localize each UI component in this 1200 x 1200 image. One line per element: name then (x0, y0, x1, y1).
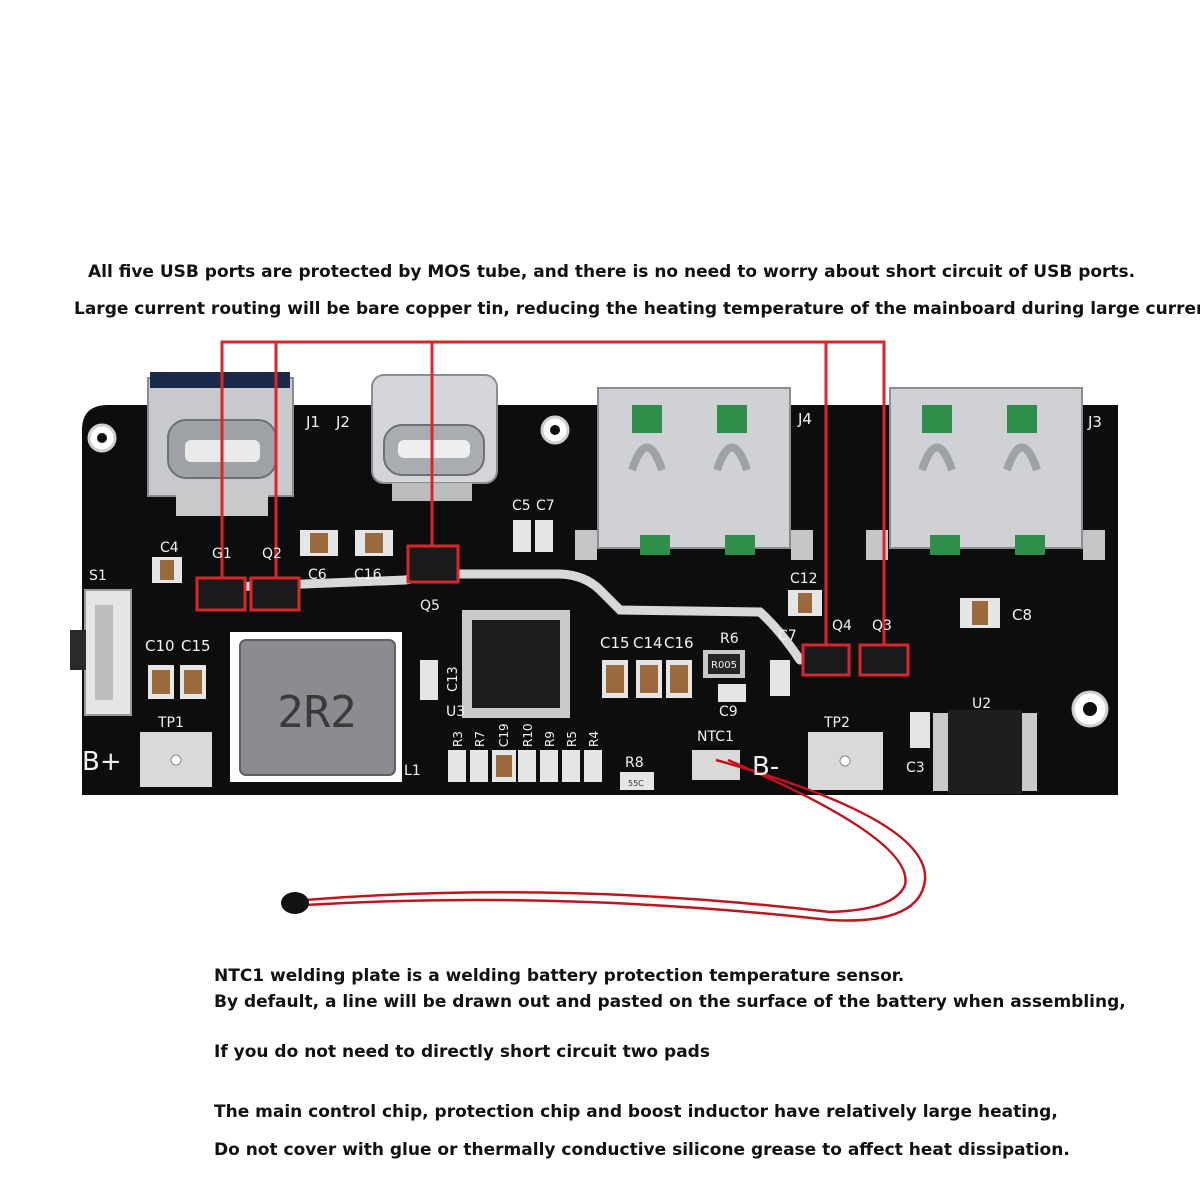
label-b-plus: B+ (82, 747, 122, 777)
mos-q4-highlight (801, 643, 851, 677)
label-r9: R9 (543, 731, 557, 747)
boost-inductor: 2R2 (230, 632, 402, 782)
label-r5: R5 (565, 731, 579, 747)
label-r6: R6 (720, 631, 739, 647)
label-c7-top: C7 (536, 498, 555, 514)
label-b-minus: B- (752, 752, 779, 782)
main-control-chip (462, 610, 570, 718)
label-c15-left: C15 (181, 637, 211, 655)
label-j2: J2 (335, 413, 350, 431)
r8-marking: 55C (628, 779, 644, 788)
label-c16-top: C16 (354, 567, 382, 583)
bottom-note-line-4: The main control chip, protection chip a… (214, 1102, 1058, 1122)
test-pad-tp1-hole (170, 754, 182, 766)
mos-highlight-lines (220, 340, 886, 645)
ntc-wire-2 (304, 758, 907, 914)
label-c5: C5 (512, 498, 531, 514)
r6-marking: R005 (711, 660, 737, 671)
label-l1: L1 (404, 763, 421, 779)
inductor-marking: 2R2 (277, 687, 356, 738)
switch-s1 (70, 589, 132, 716)
label-c9: C9 (719, 704, 738, 720)
label-j1: J1 (305, 413, 320, 431)
label-c15-right: C15 (600, 634, 630, 652)
usb-c-port-j2 (371, 374, 498, 501)
mos-tube-highlights (195, 544, 910, 677)
label-c7-right: C7 (778, 628, 797, 644)
silkscreen-labels: J1 J2 J4 J3 C4 G1 Q2 C6 C16 C5 C7 Q5 S1 … (82, 410, 1102, 788)
label-r4: R4 (587, 731, 601, 747)
label-c16-right: C16 (664, 634, 694, 652)
label-c6: C6 (308, 567, 327, 583)
label-c12: C12 (790, 571, 818, 587)
mounting-hole-mid-left (540, 415, 570, 445)
usb-a-port-j4 (575, 387, 813, 560)
label-tp2: TP2 (823, 715, 850, 731)
label-c14: C14 (633, 634, 663, 652)
label-q5: Q5 (420, 598, 440, 614)
label-r10: R10 (521, 723, 535, 747)
bottom-note-line-1: NTC1 welding plate is a welding battery … (214, 966, 905, 986)
label-r8: R8 (625, 755, 644, 771)
mounting-hole-right (1071, 690, 1109, 728)
usb-a-port-j3 (866, 387, 1105, 560)
mos-q3-highlight (858, 643, 910, 677)
label-u2: U2 (972, 696, 991, 712)
mos-q5-highlight (406, 544, 460, 584)
label-j4: J4 (797, 410, 812, 428)
label-c8: C8 (1012, 606, 1032, 624)
bottom-note-line-5: Do not cover with glue or thermally cond… (214, 1140, 1070, 1160)
label-j3: J3 (1087, 413, 1102, 431)
label-g1: G1 (212, 546, 232, 562)
bottom-note-line-3: If you do not need to directly short cir… (214, 1042, 710, 1062)
label-u3: U3 (446, 704, 465, 720)
smd-components (148, 520, 1000, 790)
label-c4: C4 (160, 540, 179, 556)
protection-chip-u2 (933, 710, 1037, 794)
label-q3: Q3 (872, 618, 892, 634)
mounting-hole-top-left (87, 423, 117, 453)
mos-g1-highlight (195, 576, 247, 612)
bottom-note-line-2: By default, a line will be drawn out and… (214, 992, 1126, 1012)
test-pad-tp2-hole (839, 755, 851, 767)
label-c19: C19 (497, 723, 511, 747)
label-ntc1: NTC1 (697, 729, 734, 745)
label-tp1: TP1 (157, 715, 184, 731)
label-q4: Q4 (832, 618, 852, 634)
mos-q2-highlight (249, 576, 301, 612)
top-note-line-2: Large current routing will be bare coppe… (74, 299, 1200, 319)
top-note-line-1: All five USB ports are protected by MOS … (88, 262, 1136, 282)
ntc-thermistor-bead (281, 892, 309, 914)
label-c10: C10 (145, 637, 175, 655)
label-s1: S1 (89, 568, 107, 584)
label-c3: C3 (906, 760, 925, 776)
ntc-wire-1 (304, 758, 927, 922)
label-r7: R7 (473, 731, 487, 747)
label-c13: C13 (446, 666, 461, 692)
label-r3: R3 (451, 731, 465, 747)
label-q2: Q2 (262, 546, 282, 562)
